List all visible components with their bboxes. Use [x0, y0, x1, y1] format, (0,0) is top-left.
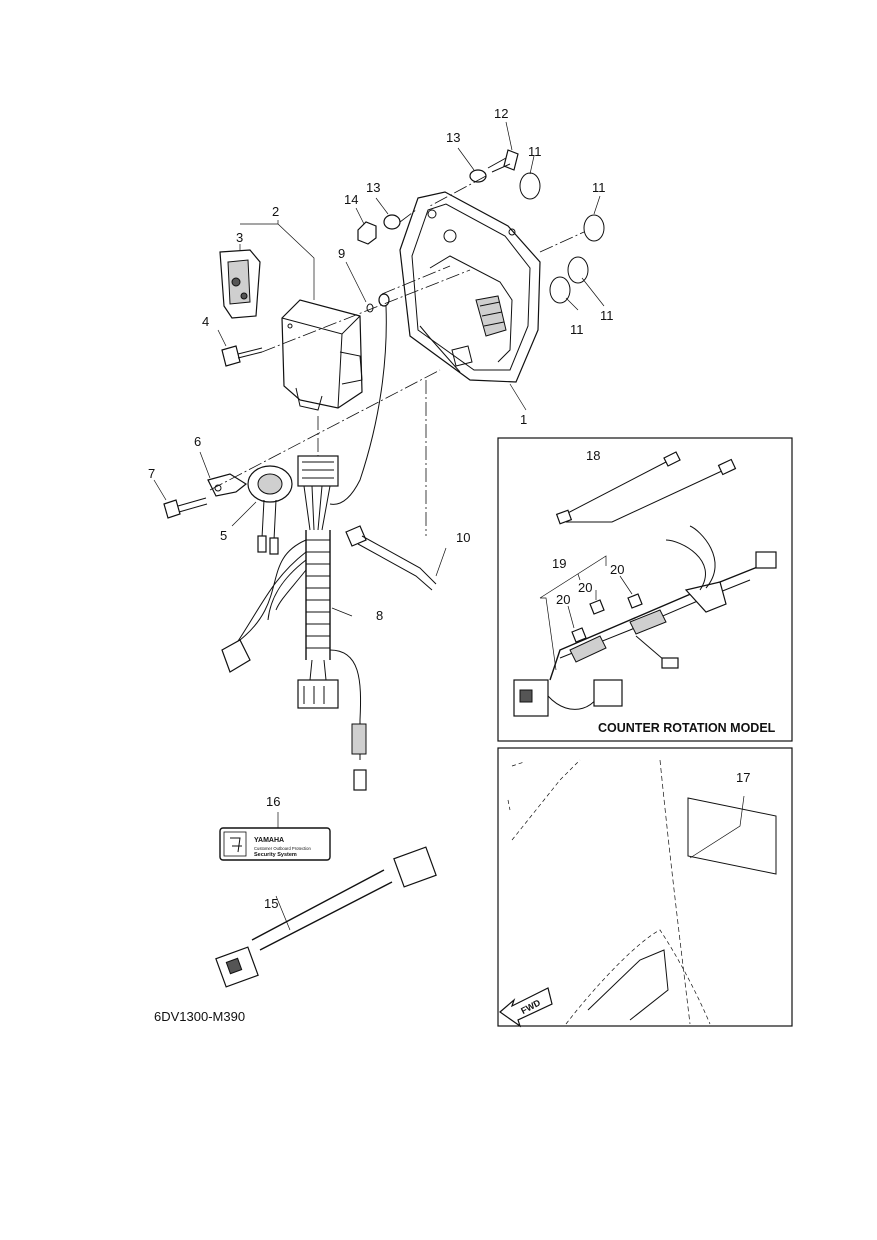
screw-7 — [163, 497, 208, 519]
callout-8: 8 — [376, 608, 383, 623]
callout-2: 2 — [272, 204, 279, 219]
cable-tie-10 — [345, 525, 437, 591]
counter-rotation-panel — [497, 437, 793, 742]
callout-12: 12 — [494, 106, 508, 121]
grommet-11b — [583, 214, 605, 242]
control-unit — [281, 299, 363, 411]
callout-11a: 11 — [528, 144, 542, 159]
cowling-decal-view — [499, 759, 777, 1028]
wire-harness-8 — [221, 455, 367, 791]
bracket-6 — [207, 473, 248, 497]
callout-4: 4 — [202, 314, 209, 329]
nut-14 — [357, 221, 377, 245]
label-line1: Customer Outboard Protection — [254, 846, 311, 851]
callout-6: 6 — [194, 434, 201, 449]
callout-7: 7 — [148, 466, 155, 481]
leader-lines — [153, 121, 605, 931]
callout-16: 16 — [266, 794, 280, 809]
callout-11c: 11 — [570, 322, 584, 337]
callout-11b: 11 — [592, 180, 606, 195]
security-label-16 — [219, 827, 331, 861]
label-brand: YAMAHA — [254, 837, 284, 844]
decal-panel — [497, 747, 793, 1027]
counter-rotation-label: COUNTER ROTATION MODEL — [598, 721, 776, 735]
bolt-4 — [221, 345, 263, 367]
callout-18: 18 — [586, 448, 600, 463]
callout-14: 14 — [344, 192, 358, 207]
counter-rotation-parts — [513, 451, 777, 717]
callout-15: 15 — [264, 896, 278, 911]
buzzer-5 — [247, 465, 293, 555]
callout-5: 5 — [220, 528, 227, 543]
grommet-11c — [549, 276, 571, 304]
junction-box — [399, 191, 541, 383]
callout-3: 3 — [236, 230, 243, 245]
extension-harness-15 — [215, 846, 437, 988]
grommet-11a — [519, 172, 541, 200]
figure-code: 6DV1300-M390 — [154, 1009, 245, 1024]
screw-12 — [487, 149, 519, 173]
callout-20b: 20 — [610, 562, 624, 577]
callout-19: 19 — [552, 556, 566, 571]
washer-13b — [383, 214, 401, 230]
callout-20c: 20 — [556, 592, 570, 607]
callout-1: 1 — [520, 412, 527, 427]
callout-17: 17 — [736, 770, 750, 785]
callout-13a: 13 — [446, 130, 460, 145]
grommet-11d — [567, 256, 589, 284]
callout-11d: 11 — [600, 308, 614, 323]
label-line2: Security System — [254, 852, 297, 858]
callout-9: 9 — [338, 246, 345, 261]
callout-10: 10 — [456, 530, 470, 545]
assembly-lines — [209, 175, 585, 536]
remote-transmitter — [219, 249, 261, 319]
callout-20a: 20 — [578, 580, 592, 595]
callout-13b: 13 — [366, 180, 380, 195]
